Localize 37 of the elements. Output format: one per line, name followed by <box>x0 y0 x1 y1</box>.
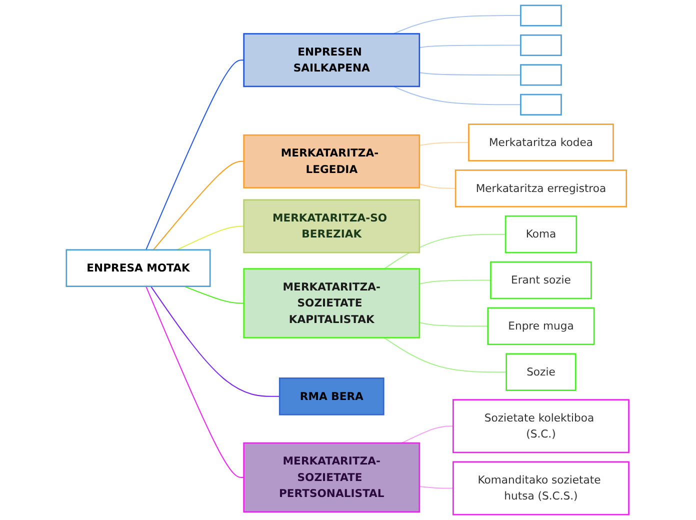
connector <box>394 86 522 106</box>
node-box: Sozietate kolektiboa (S.C.) <box>452 399 630 454</box>
node-box <box>520 94 562 116</box>
connector <box>420 486 454 489</box>
connector <box>150 286 280 397</box>
node-box <box>520 64 562 86</box>
connector <box>394 15 522 34</box>
node-box: MERKATARITZA-SOZIETATE PERTSONALISTAL <box>244 442 420 513</box>
connector <box>184 286 244 304</box>
node-box: Erant sozie <box>490 261 592 300</box>
node-box: MERKATARITZA- LEGEDIA <box>244 134 420 188</box>
connector <box>420 142 470 146</box>
connector <box>420 72 522 76</box>
connector <box>177 226 244 250</box>
node-box: ENPRESA MOTAK <box>66 249 212 287</box>
connector <box>384 337 507 373</box>
node-box: RMA BERA <box>279 378 385 416</box>
node-box: Sozie <box>506 353 577 391</box>
connector <box>420 44 522 48</box>
node-box: Koma <box>505 215 578 254</box>
node-box <box>520 4 562 26</box>
node-box: Komanditako sozietate hutsa (S.C.S.) <box>452 461 630 516</box>
node-box: MERKATARITZA-SO BEREZIAK <box>244 199 420 254</box>
node-box <box>520 34 562 56</box>
connector <box>420 280 492 284</box>
node-box: Merkataritza erregistroa <box>455 170 628 208</box>
node-box: ENPRESEN SAILKAPENA <box>244 33 420 88</box>
connector <box>146 60 244 250</box>
connector <box>153 160 244 250</box>
connector <box>402 426 454 444</box>
node-box: Enpre muga <box>488 307 596 346</box>
node-box: Merkataritza kodea <box>468 124 614 162</box>
connector <box>420 322 488 327</box>
connector <box>384 234 506 270</box>
connector <box>420 184 456 189</box>
node-box: MERKATARITZA-SOZIETATE KAPITALISTAK <box>244 268 420 338</box>
connector <box>146 286 244 478</box>
